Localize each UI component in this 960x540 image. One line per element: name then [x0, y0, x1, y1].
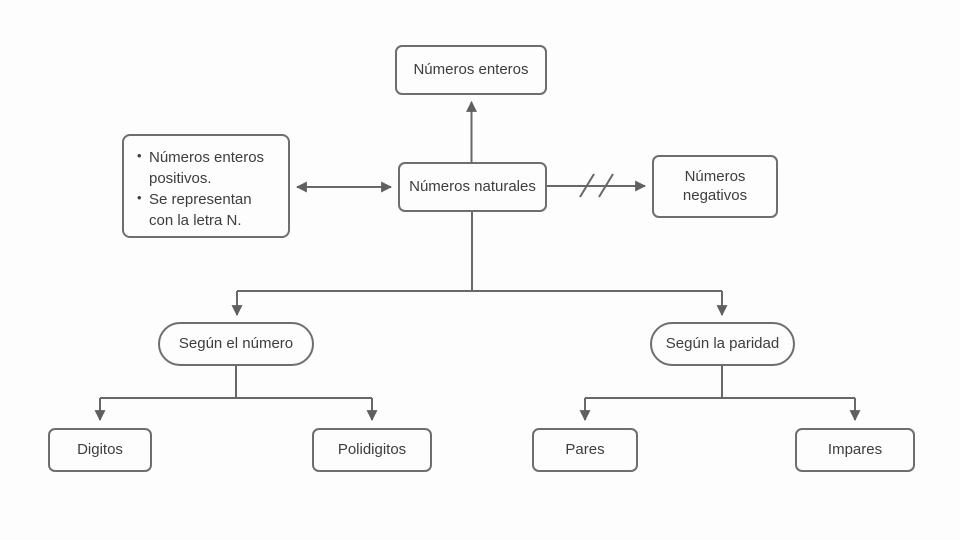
node-impares-label: Impares	[827, 440, 883, 458]
node-numeros-negativos: Números negativos	[652, 155, 778, 218]
notes-list: Números enteros positivos. Se representa…	[136, 147, 278, 231]
node-numeros-negativos-label: Números negativos	[682, 167, 748, 204]
node-polidigitos-label: Polidigitos	[337, 440, 407, 458]
branch-segun-paridad-split	[585, 366, 855, 399]
node-segun-el-numero: Según el número	[158, 322, 314, 366]
strike-slash-2	[598, 173, 614, 198]
node-segun-la-paridad: Según la paridad	[650, 322, 795, 366]
note-item: Números enteros positivos.	[136, 147, 278, 189]
node-notes-enteros-positivos: Números enteros positivos. Se representa…	[122, 134, 290, 238]
node-numeros-naturales-label: Números naturales	[409, 177, 536, 195]
strike-slash-1	[579, 173, 595, 198]
node-numeros-naturales: Números naturales	[398, 162, 547, 212]
branch-segun-numero-split	[100, 366, 372, 399]
node-pares-label: Pares	[565, 440, 605, 458]
node-segun-el-numero-label: Según el número	[178, 334, 294, 352]
node-numeros-enteros: Números enteros	[395, 45, 547, 95]
node-segun-la-paridad-label: Según la paridad	[665, 334, 780, 352]
node-polidigitos: Polidigitos	[312, 428, 432, 472]
note-item: Se representan con la letra N.	[136, 189, 278, 231]
node-pares: Pares	[532, 428, 638, 472]
node-numeros-enteros-label: Números enteros	[413, 60, 529, 78]
node-digitos-label: Digitos	[77, 440, 123, 458]
node-impares: Impares	[795, 428, 915, 472]
branch-naturales-split	[237, 212, 722, 292]
node-digitos: Digitos	[48, 428, 152, 472]
